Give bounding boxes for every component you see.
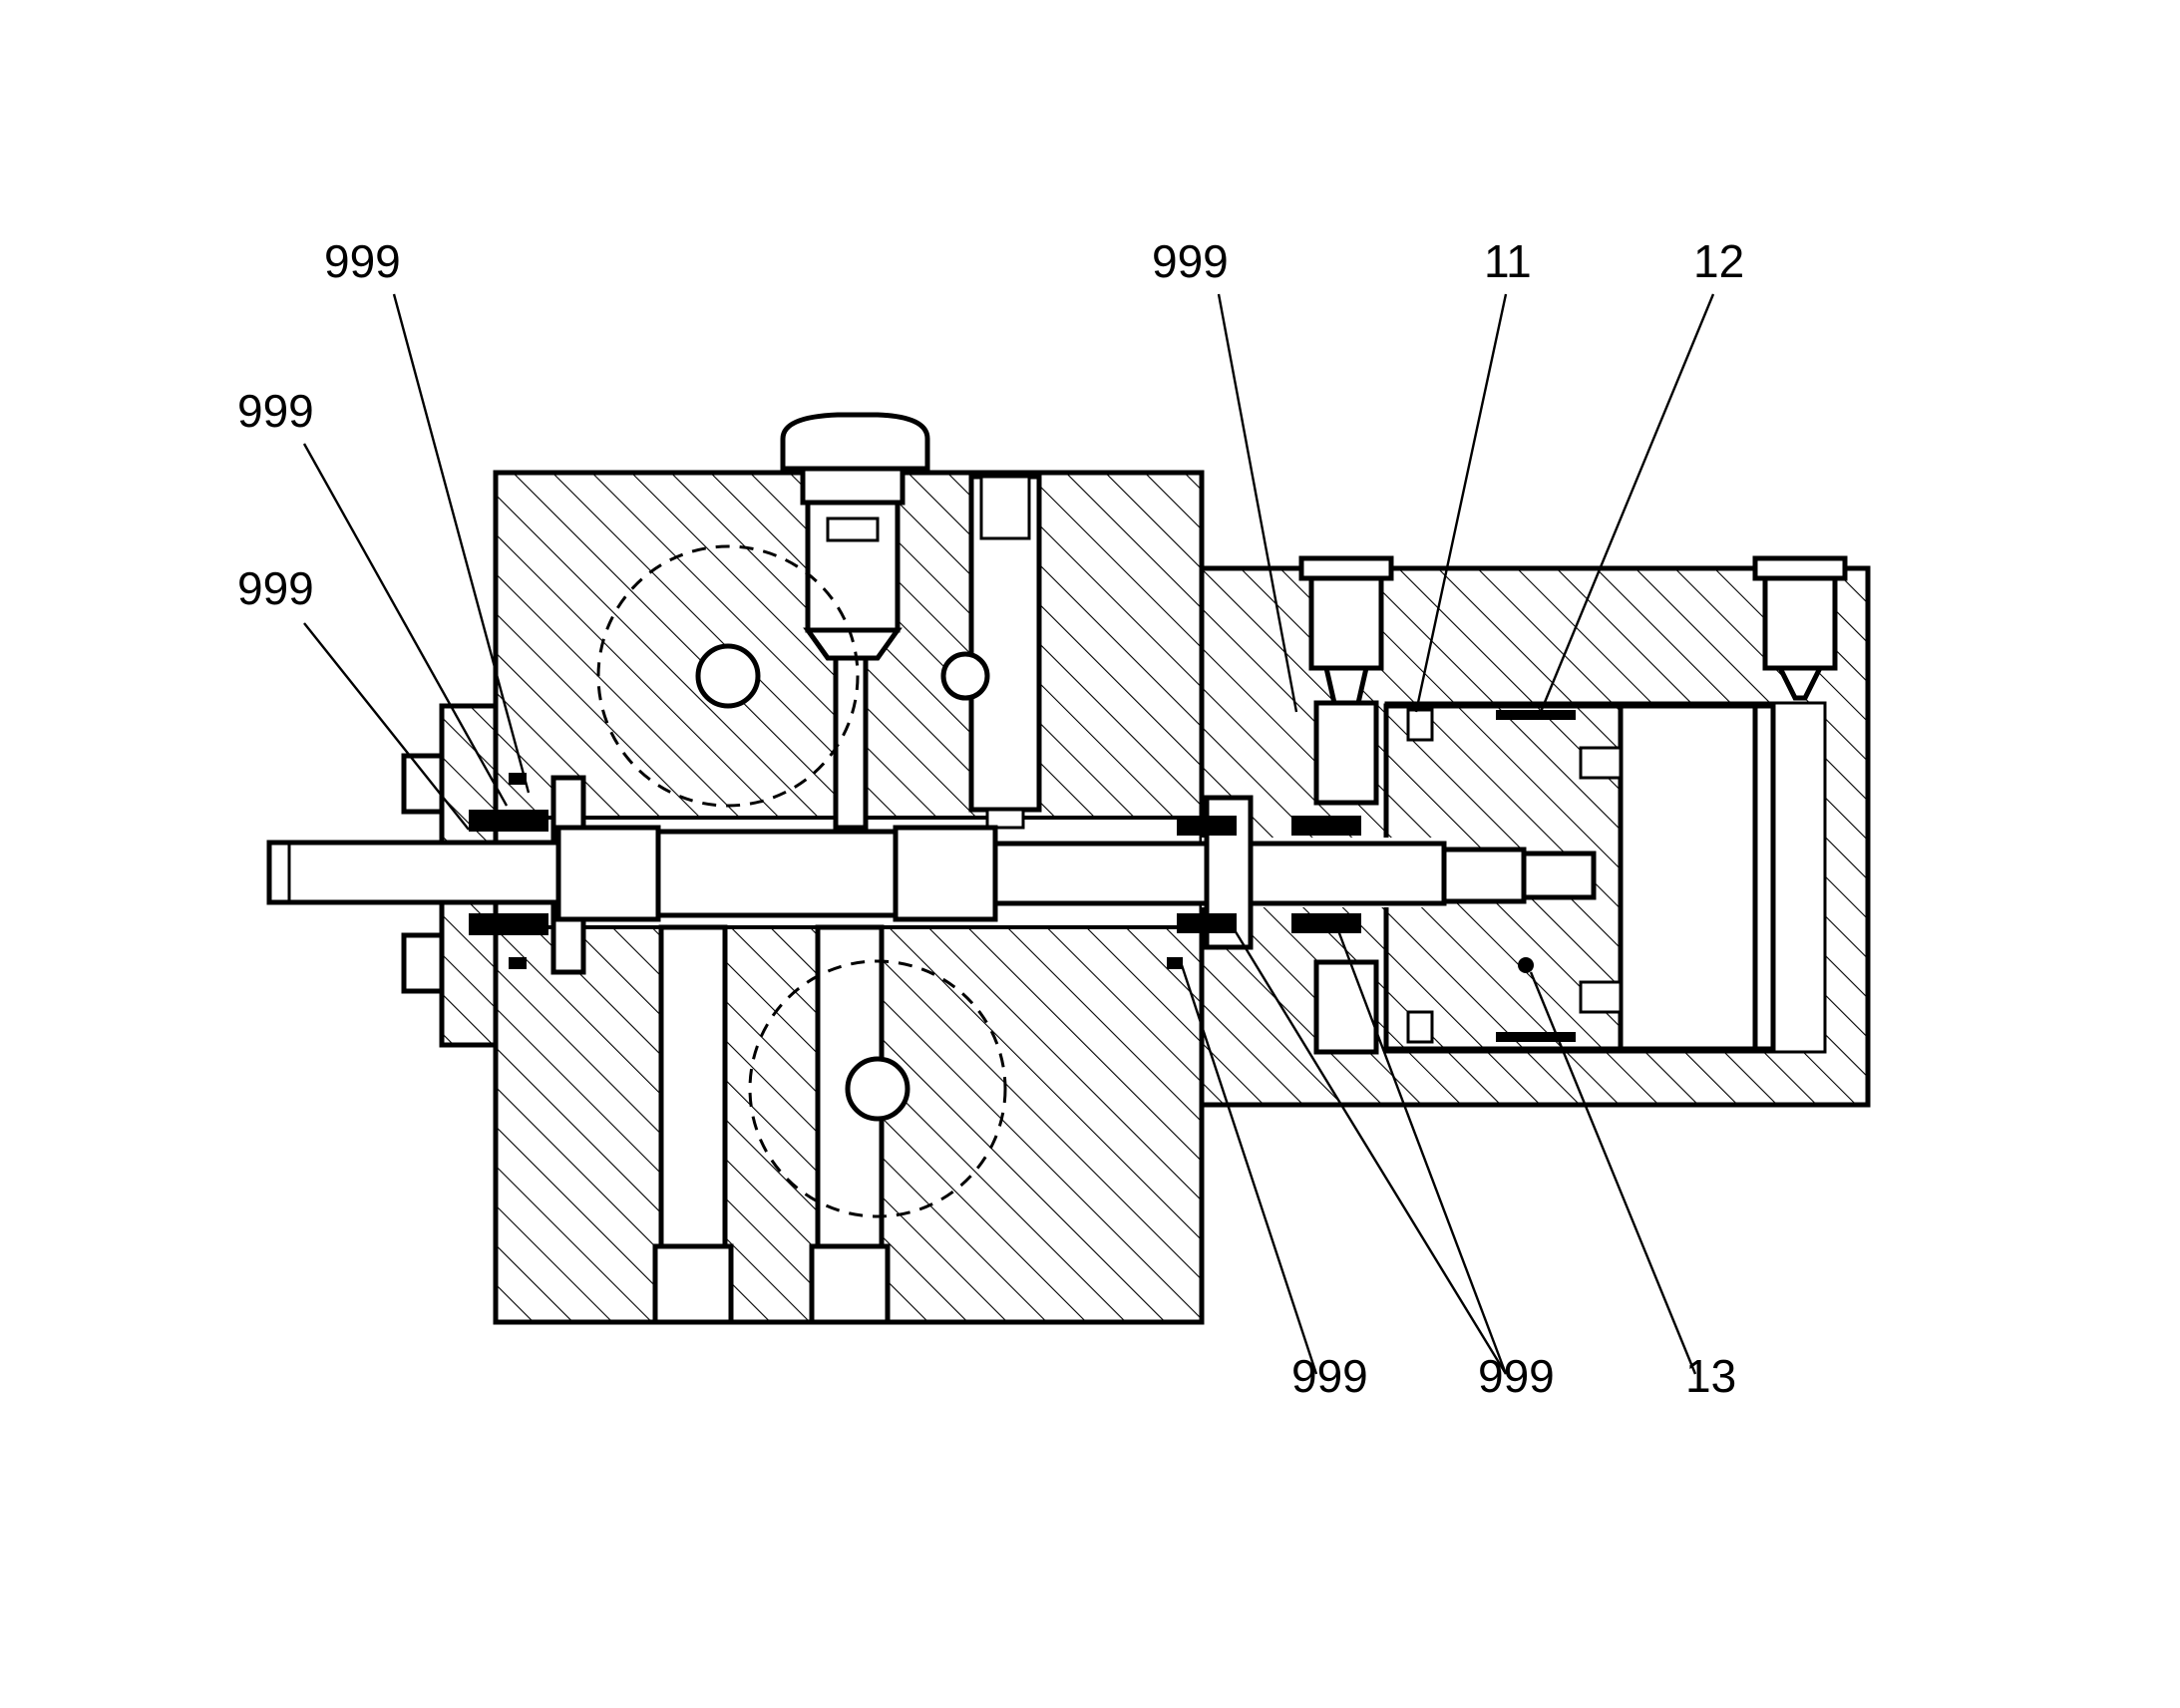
right-top-fittings [1298,555,1848,706]
reference-numerals: 999 999 999 999 11 12 999 999 13 [237,235,1744,1402]
main-spool-shaft [266,795,1597,950]
ref-label-999-bottom-b: 999 [1478,1350,1555,1402]
hidden-line-circles [596,544,1007,1218]
ref-label-999-left-lower: 999 [237,562,314,614]
ref-label-13: 13 [1685,1350,1736,1402]
ref-label-999-bottom-a: 999 [1291,1350,1368,1402]
ref-label-11: 11 [1484,235,1532,287]
ref-label-999-left-upper: 999 [237,385,314,437]
ref-label-999-top-left: 999 [324,235,401,287]
seal-elements [469,710,1576,1042]
bottom-plugs [652,924,891,1325]
vertical-plunger [968,474,1042,830]
ref-label-999-top-mid: 999 [1152,235,1229,287]
leader-lines [302,293,1715,1375]
top-knob [780,412,930,831]
ref-label-12: 12 [1693,235,1744,287]
